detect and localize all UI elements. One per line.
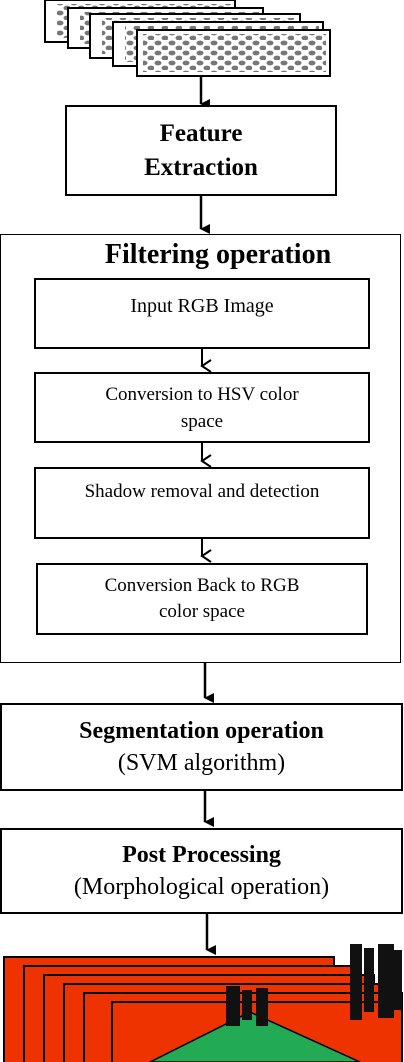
post-processing-title: Post Processing: [122, 842, 281, 868]
filter-step-2-line2: space: [180, 410, 224, 432]
segmentation-subtitle: (SVM algorithm): [117, 750, 286, 776]
filter-step-input-rgb: Input RGB Image: [34, 278, 370, 349]
post-processing-subtitle: (Morphological operation): [73, 874, 330, 900]
feature-extraction-box: Feature Extraction: [65, 105, 337, 196]
segmentation-title: Segmentation operation: [79, 718, 324, 744]
filter-step-rgb-conversion: Conversion Back to RGB color space: [36, 563, 368, 635]
filter-step-4-line1: Conversion Back to RGB: [104, 575, 300, 596]
filter-step-1-line1: Input RGB Image: [130, 294, 274, 317]
filtering-container: [0, 234, 401, 663]
feature-extraction-line1: Feature: [159, 119, 243, 147]
filter-step-3-line1: Shadow removal and detection: [84, 481, 320, 502]
filter-step-hsv-conversion: Conversion to HSV color space: [34, 372, 370, 443]
filter-step-shadow-removal: Shadow removal and detection: [34, 467, 370, 539]
filter-step-4-line2: color space: [159, 601, 245, 622]
segmented-region: [149, 1011, 361, 1062]
filter-step-2-line1: Conversion to HSV color: [105, 383, 299, 405]
filtering-title: Filtering operation: [104, 239, 332, 270]
feature-extraction-line2: Extraction: [144, 153, 258, 181]
output-marks: [226, 944, 402, 1026]
post-processing-box: Post Processing (Morphological operation…: [0, 828, 403, 914]
segmentation-box: Segmentation operation (SVM algorithm): [0, 703, 403, 791]
input-frame-5: [136, 29, 331, 77]
